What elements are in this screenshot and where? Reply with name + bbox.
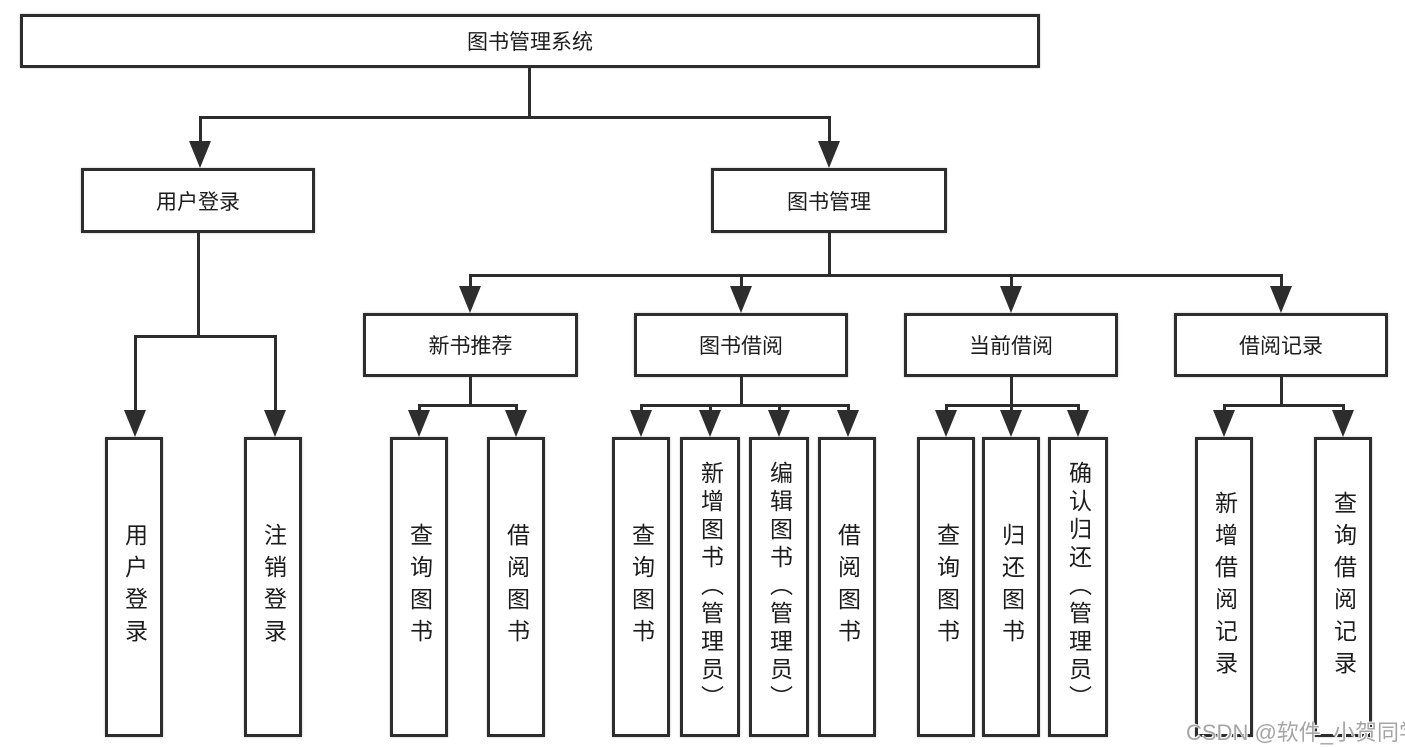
arrow-down-icon <box>630 410 652 437</box>
connector-line <box>515 404 518 414</box>
arrow-down-icon <box>699 410 721 437</box>
leaf-return-book: 归还图书 <box>982 437 1040 737</box>
arrow-down-icon <box>124 410 146 437</box>
leaf-label: 确认归还（管理员） <box>1065 461 1092 713</box>
node-book-management-label: 图书管理 <box>787 190 871 214</box>
node-borrow-records-label: 借阅记录 <box>1239 335 1323 358</box>
arrow-down-icon <box>1000 410 1022 437</box>
leaf-query-borrow-record: 查询借阅记录 <box>1314 437 1372 737</box>
connector-line <box>709 404 712 414</box>
connector-line <box>199 116 831 119</box>
connector-line <box>1280 377 1283 407</box>
leaf-label: 查询图书 <box>406 523 433 651</box>
node-borrow-records: 借阅记录 <box>1174 313 1388 377</box>
connector-line <box>274 335 277 415</box>
arrow-down-icon <box>1213 410 1235 437</box>
leaf-add-borrow-record: 新增借阅记录 <box>1195 437 1253 737</box>
connector-line <box>1223 404 1345 407</box>
connector-line <box>1342 404 1345 414</box>
arrow-down-icon <box>408 410 430 437</box>
connector-line <box>847 404 850 414</box>
arrow-down-icon <box>837 410 859 437</box>
connector-line <box>740 377 743 407</box>
leaf-borrow-books-recommend: 借阅图书 <box>487 437 545 737</box>
leaf-label: 新增借阅记录 <box>1211 491 1238 683</box>
connector-line <box>1010 404 1013 414</box>
arrow-down-icon <box>1270 286 1292 313</box>
connector-line <box>1280 274 1283 290</box>
leaf-label: 查询图书 <box>628 523 655 651</box>
connector-line <box>640 404 643 414</box>
leaf-label: 查询图书 <box>933 523 960 651</box>
connector-line <box>945 404 948 414</box>
connector-line <box>828 116 831 146</box>
leaf-label: 查询借阅记录 <box>1330 491 1357 683</box>
arrow-down-icon <box>505 410 527 437</box>
arrow-down-icon <box>818 141 840 168</box>
connector-line <box>418 404 518 407</box>
arrow-down-icon <box>189 141 211 168</box>
node-book-borrow: 图书借阅 <box>634 313 848 377</box>
connector-line <box>778 404 781 414</box>
node-user-login: 用户登录 <box>81 168 315 233</box>
connector-line <box>740 274 743 290</box>
connector-line <box>418 404 421 414</box>
connector-line <box>1010 274 1013 290</box>
connector-line <box>640 404 850 407</box>
leaf-borrow-books: 借阅图书 <box>818 437 876 737</box>
node-book-borrow-label: 图书借阅 <box>699 335 783 358</box>
arrow-down-icon <box>1000 286 1022 313</box>
connector-line <box>469 377 472 407</box>
node-root: 图书管理系统 <box>20 14 1040 68</box>
node-current-borrow-label: 当前借阅 <box>969 335 1053 358</box>
leaf-label: 新增图书（管理员） <box>697 461 724 713</box>
leaf-logout: 注销登录 <box>244 437 302 737</box>
connector-line <box>828 233 831 277</box>
node-book-management: 图书管理 <box>711 168 947 233</box>
connector-line <box>134 335 277 338</box>
arrow-down-icon <box>1067 410 1089 437</box>
connector-line <box>197 233 200 338</box>
arrow-down-icon <box>459 286 481 313</box>
connector-line <box>469 274 472 290</box>
node-current-borrow: 当前借阅 <box>904 313 1118 377</box>
connector-line <box>1223 404 1226 414</box>
leaf-label: 借阅图书 <box>503 523 530 651</box>
node-user-login-label: 用户登录 <box>156 190 240 214</box>
leaf-add-book-admin: 新增图书（管理员） <box>680 437 740 737</box>
connector-line <box>1010 377 1013 407</box>
leaf-label: 编辑图书（管理员） <box>766 461 793 713</box>
leaf-confirm-return-admin: 确认归还（管理员） <box>1048 437 1108 737</box>
leaf-label: 借阅图书 <box>834 523 861 651</box>
leaf-user-login-label: 用户登录 <box>121 523 148 651</box>
leaf-label: 归还图书 <box>998 523 1025 651</box>
leaf-query-books-current: 查询图书 <box>917 437 975 737</box>
connector-line <box>199 116 202 146</box>
arrow-down-icon <box>730 286 752 313</box>
connector-line <box>1077 404 1080 414</box>
arrow-down-icon <box>264 410 286 437</box>
connector-line <box>528 68 531 118</box>
node-root-label: 图书管理系统 <box>467 31 593 54</box>
connector-line <box>134 335 137 415</box>
leaf-query-books-recommend: 查询图书 <box>390 437 448 737</box>
leaf-user-login: 用户登录 <box>105 437 163 737</box>
node-new-book-recommend: 新书推荐 <box>363 313 578 377</box>
csdn-watermark: CSDN @软件_小贺同学 <box>1186 720 1405 745</box>
leaf-edit-book-admin: 编辑图书（管理员） <box>749 437 809 737</box>
node-new-book-recommend-label: 新书推荐 <box>428 335 513 358</box>
leaf-query-books-borrow: 查询图书 <box>612 437 670 737</box>
arrow-down-icon <box>935 410 957 437</box>
leaf-logout-label: 注销登录 <box>260 523 287 651</box>
connector-line <box>469 274 1283 277</box>
arrow-down-icon <box>1332 410 1354 437</box>
arrow-down-icon <box>768 410 790 437</box>
